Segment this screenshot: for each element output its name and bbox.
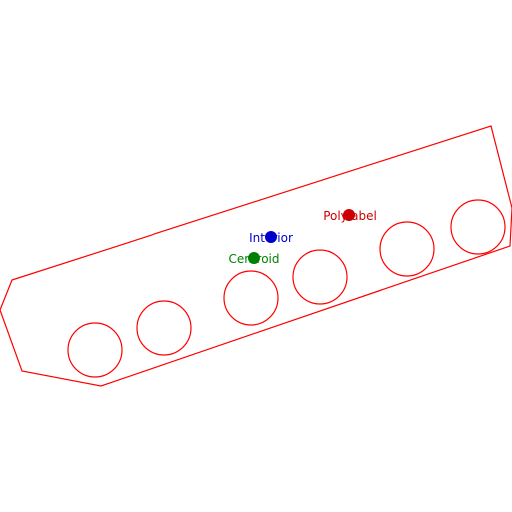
hole-1 [67, 322, 123, 378]
hole-5 [379, 221, 435, 277]
hole-3 [223, 270, 279, 326]
hole-2 [136, 300, 192, 356]
centroid-label: Centroid [228, 252, 279, 266]
polylabel-label: Polylabel [323, 209, 377, 223]
hole-6 [450, 199, 506, 255]
interior-marker [265, 231, 277, 243]
interior-label: Interior [249, 231, 293, 245]
hole-4 [292, 249, 348, 305]
centroid-marker [248, 252, 260, 264]
outer-polygon [0, 125, 512, 387]
polylabel-marker [343, 209, 355, 221]
